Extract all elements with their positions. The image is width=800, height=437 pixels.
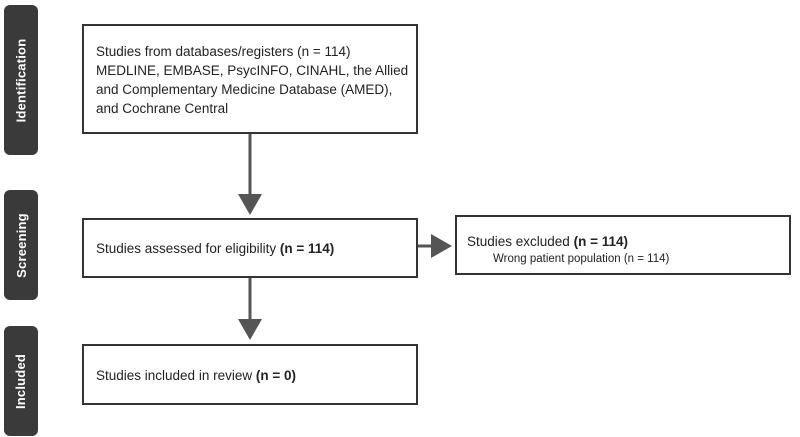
excluded-count: (n = 114): [573, 234, 628, 249]
identification-line-1: Studies from databases/registers (n = 11…: [96, 44, 351, 59]
included-count: (n = 0): [255, 368, 296, 383]
included-text: Studies included in review (n = 0): [96, 366, 416, 385]
identification-box: Studies from databases/registers (n = 11…: [82, 24, 418, 134]
stage-label-identification: Identification: [4, 5, 38, 155]
screening-label: Studies assessed for eligibility: [96, 241, 280, 256]
identification-line-3: and Complementary Medicine Database (AME…: [96, 82, 393, 97]
included-label: Studies included in review: [96, 368, 256, 383]
screening-box: Studies assessed for eligibility (n = 11…: [82, 218, 418, 278]
included-box: Studies included in review (n = 0): [82, 344, 418, 405]
excluded-box: Studies excluded (n = 114) Wrong patient…: [455, 215, 791, 275]
identification-line-4: and Cochrane Central: [96, 101, 229, 116]
screening-text: Studies assessed for eligibility (n = 11…: [96, 239, 416, 258]
identification-line-2: MEDLINE, EMBASE, PsycINFO, CINAHL, the A…: [96, 63, 409, 78]
screening-count: (n = 114): [279, 241, 335, 256]
excluded-reason: Wrong patient population (n = 114): [493, 253, 670, 265]
stage-label-included: Included: [4, 326, 38, 436]
excluded-title: Studies excluded: [467, 234, 574, 249]
excluded-title-line: Studies excluded (n = 114): [467, 232, 789, 251]
stage-label-screening: Screening: [4, 190, 38, 300]
